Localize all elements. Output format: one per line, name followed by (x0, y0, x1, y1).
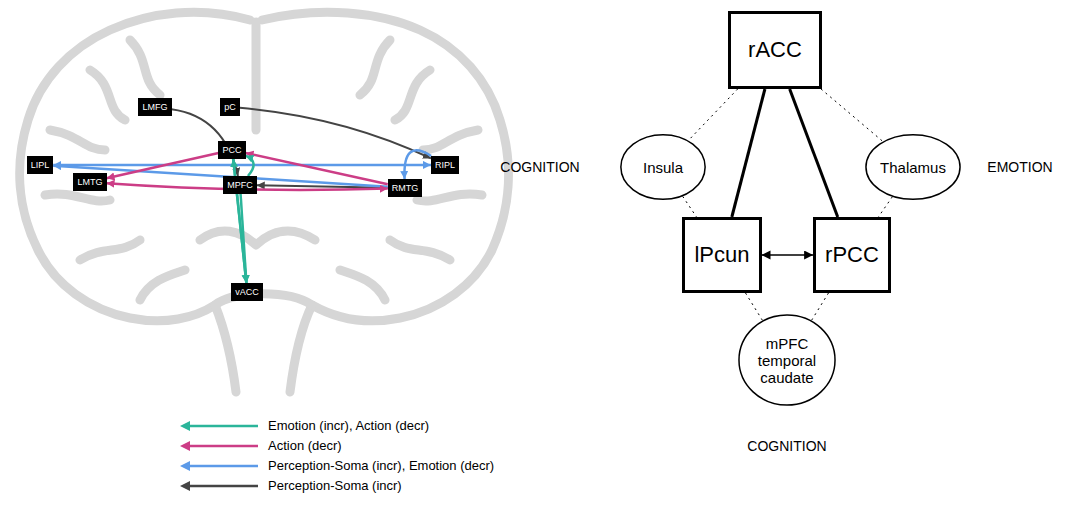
node-label: RIPL (435, 160, 455, 170)
node-label: Thalamus (877, 159, 949, 176)
dotted-link (878, 197, 892, 217)
legend-arrow (180, 480, 260, 492)
arrow-connector (241, 194, 247, 283)
arrow-connector (404, 150, 431, 179)
node-label: pC (224, 102, 236, 112)
region-box: LIPL (27, 156, 54, 174)
node-label: MPFC (227, 180, 253, 190)
arrow-connector (790, 89, 838, 217)
node-label: LMTG (77, 177, 102, 187)
legend-row: Action (decr) (180, 438, 342, 453)
region-ellipse: Insula (620, 134, 706, 200)
region-box: PCC (218, 141, 245, 159)
legend-arrow (180, 440, 260, 452)
category-label: EMOTION (987, 159, 1052, 175)
hub-box: rPCC (813, 217, 891, 293)
arrow-connector (240, 108, 431, 159)
node-label: LMFG (142, 102, 167, 112)
node-label: mPFC temporal caudate (750, 335, 824, 386)
legend-row: Perception-Soma (incr), Emotion (decr) (180, 458, 494, 473)
hub-box: rACC (728, 11, 822, 89)
arrow-connector (732, 89, 765, 217)
region-ellipse: Thalamus (865, 134, 961, 200)
node-label: Insula (632, 159, 694, 176)
node-label: RMTG (392, 183, 419, 193)
legend-row: Perception-Soma (incr) (180, 478, 402, 493)
region-box: RIPL (431, 156, 459, 174)
dotted-link (812, 293, 829, 320)
arrow-connector (53, 164, 431, 167)
dotted-link (821, 89, 883, 141)
region-box: pC (220, 98, 240, 116)
dotted-link (688, 89, 737, 140)
legend-arrow (180, 460, 260, 472)
hub-box: lPcun (682, 217, 761, 293)
node-label: lPcun (694, 242, 749, 268)
category-label: COGNITION (747, 438, 826, 454)
node-label: LIPL (31, 160, 50, 170)
legend-text: Perception-Soma (incr), Emotion (decr) (268, 458, 494, 473)
legend-arrow (180, 420, 260, 432)
legend-text: Emotion (incr), Action (decr) (268, 418, 429, 433)
node-label: PCC (222, 145, 241, 155)
legend-row: Emotion (incr), Action (decr) (180, 418, 429, 433)
arrow-connector (762, 254, 814, 256)
node-label: rPCC (825, 242, 879, 268)
region-box: MPFC (223, 176, 257, 194)
region-box: RMTG (388, 179, 423, 197)
dotted-link (683, 196, 697, 217)
region-box: LMTG (73, 173, 106, 191)
legend-text: Action (decr) (268, 438, 342, 453)
dotted-link (746, 293, 763, 320)
legend-text: Perception-Soma (incr) (268, 478, 402, 493)
node-label: vACC (235, 287, 259, 297)
node-label: rACC (748, 37, 802, 63)
category-label: COGNITION (500, 159, 579, 175)
region-ellipse: mPFC temporal caudate (738, 314, 836, 406)
arrow-connector (246, 156, 254, 176)
arrow-connector (246, 153, 388, 184)
arrow-connector (107, 153, 219, 178)
region-box: vACC (231, 283, 263, 301)
region-box: LMFG (138, 98, 171, 116)
